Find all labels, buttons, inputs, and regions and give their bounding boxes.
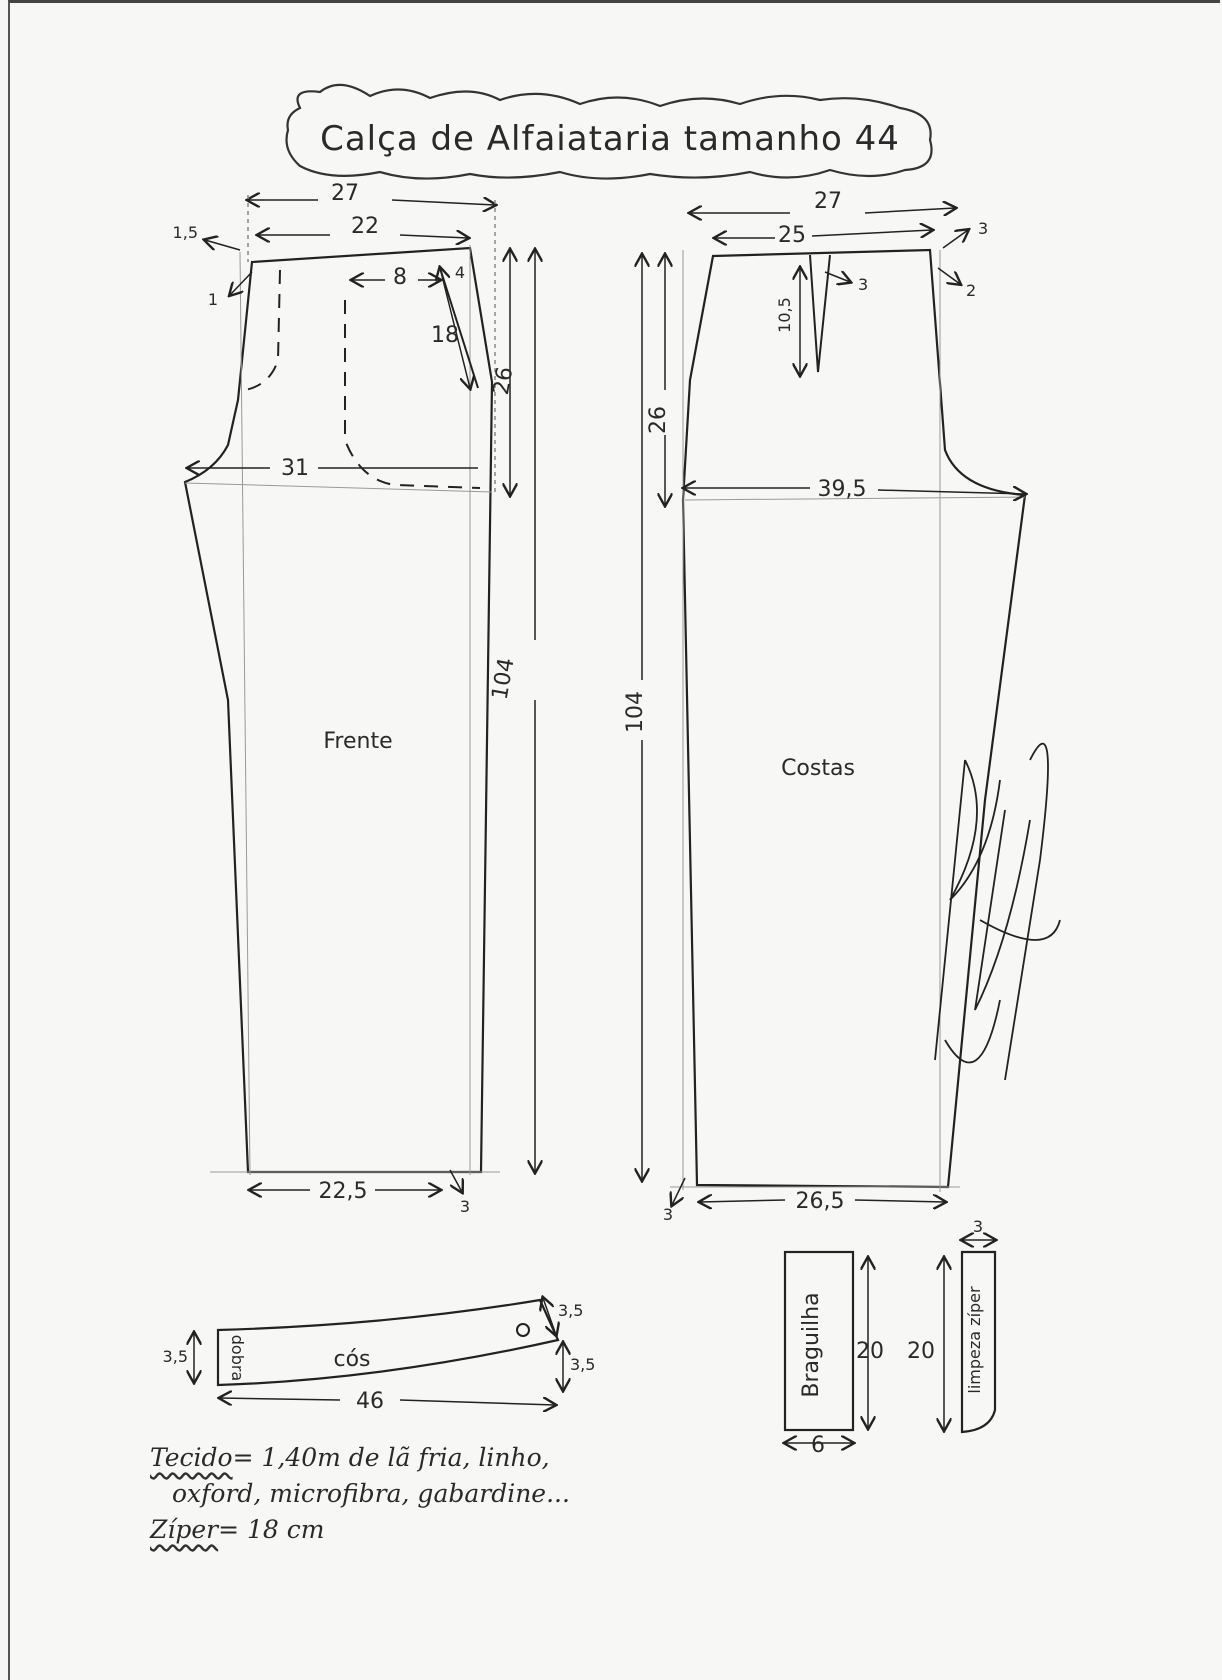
fabric-note-line1: Tecido= 1,40m de lã fria, linho,	[150, 1440, 750, 1476]
back-waist-side: 2	[966, 281, 976, 300]
back-waist-total: 27	[814, 189, 842, 214]
zipper-key: Zíper	[150, 1515, 219, 1544]
front-pocket-offset: 4	[455, 263, 465, 282]
front-hip-point: 1	[208, 290, 218, 309]
fabric-value-2: oxford, microfibra, gabardine...	[172, 1479, 570, 1508]
fabric-note-line2: oxford, microfibra, gabardine...	[150, 1476, 750, 1512]
front-piece	[183, 245, 500, 1176]
title-cloud: Calça de Alfaiataria tamanho 44	[285, 83, 933, 180]
notes: Tecido= 1,40m de lã fria, linho, oxford,…	[150, 1440, 750, 1548]
waistband-labels: dobra cós 3,5 3,5 3,5 46	[163, 1301, 596, 1414]
waistband-piece	[194, 1298, 563, 1405]
back-rise: 26	[646, 406, 671, 434]
zipper-facing-height: 20	[907, 1339, 935, 1364]
back-dart-depth: 10,5	[775, 297, 794, 333]
front-labels: 27 22 1,5 1 8 4 18 26 31 104 Frente 22,5…	[173, 181, 520, 1216]
front-hem-offset: 3	[460, 1197, 470, 1216]
waistband-height-left: 3,5	[163, 1347, 188, 1366]
waistband-height-right: 3,5	[570, 1355, 595, 1374]
waistband-tip: 3,5	[558, 1301, 583, 1320]
front-crotch-width: 31	[281, 456, 309, 481]
back-hem: 26,5	[796, 1189, 845, 1214]
front-label: Frente	[323, 729, 392, 754]
front-waist-total: 27	[331, 181, 359, 206]
fly-piece	[785, 1250, 868, 1443]
signature	[934, 742, 1061, 1081]
fly-label: Braguilha	[799, 1292, 824, 1397]
zipper-facing-width: 3	[973, 1217, 983, 1236]
fabric-key: Tecido	[150, 1443, 233, 1472]
back-dimensions	[642, 208, 1025, 1205]
fly-labels: Braguilha 20 6	[799, 1292, 884, 1458]
front-waist: 22	[351, 214, 379, 239]
back-length: 104	[623, 691, 648, 733]
fly-height: 20	[856, 1339, 884, 1364]
title: Calça de Alfaiataria tamanho 44	[320, 119, 900, 159]
waistband-length: 46	[356, 1389, 384, 1414]
back-waist-raise: 3	[978, 219, 988, 238]
back-crotch-width: 39,5	[818, 477, 867, 502]
back-label: Costas	[781, 756, 855, 781]
waistband-label: cós	[333, 1347, 370, 1372]
zipper-facing-label: limpeza zíper	[965, 1286, 984, 1394]
zipper-note: Zíper= 18 cm	[150, 1512, 750, 1548]
fabric-value-1: = 1,40m de lã fria, linho,	[232, 1443, 550, 1472]
front-waist-offset: 1,5	[173, 223, 198, 242]
zipper-value: = 18 cm	[218, 1515, 325, 1544]
front-pocket-depth: 18	[431, 323, 459, 348]
back-dart-width: 3	[858, 275, 868, 294]
zipper-facing-piece	[944, 1240, 995, 1434]
waistband-fold: dobra	[228, 1335, 247, 1381]
front-dimensions	[188, 195, 535, 1192]
front-rise: 26	[489, 365, 518, 397]
front-hem: 22,5	[319, 1179, 368, 1204]
front-length: 104	[488, 656, 520, 702]
back-labels: 27 25 3 2 3 10,5 26 39,5 104 Costas 26,5…	[623, 189, 988, 1224]
page-border	[8, 0, 1220, 1680]
front-pocket-width: 8	[393, 265, 407, 290]
zipper-facing-labels: limpeza zíper 20 3	[907, 1217, 984, 1394]
back-hem-offset: 3	[663, 1205, 673, 1224]
back-waist: 25	[778, 223, 806, 248]
back-piece	[670, 248, 1027, 1192]
fly-width: 6	[811, 1433, 825, 1458]
